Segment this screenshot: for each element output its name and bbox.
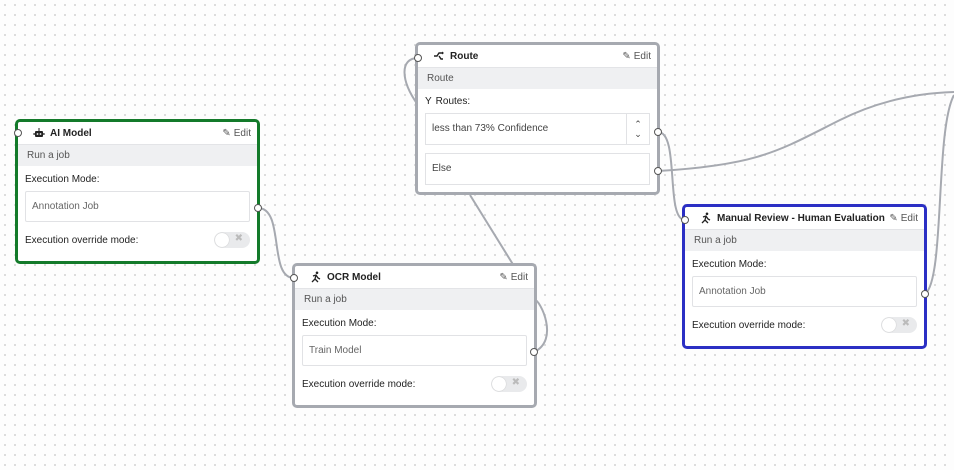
robot-icon: [32, 126, 46, 140]
manual-review-edit-button[interactable]: ✎ Edit: [889, 213, 918, 224]
manual-review-subtitle: Run a job: [685, 229, 924, 251]
ocr-model-subtitle: Run a job: [295, 288, 534, 310]
chevron-down-icon: ⌄: [634, 129, 642, 139]
edge-else-to-right: [657, 91, 954, 172]
route-title: Route: [450, 50, 479, 62]
edit-label: Edit: [510, 271, 528, 283]
ocr-model-header: OCR Model ✎ Edit: [295, 266, 534, 288]
pencil-icon: ✎: [889, 212, 898, 224]
route-output-port-0[interactable]: [654, 128, 662, 136]
ocr-model-edit-button[interactable]: ✎ Edit: [499, 272, 528, 283]
pencil-icon: ✎: [222, 127, 231, 139]
route-item-label: Else: [432, 163, 452, 174]
manual-review-mode-field[interactable]: Annotation Job: [692, 276, 917, 307]
ocr-model-override-toggle[interactable]: ✖: [491, 376, 527, 392]
route-item-label: less than 73% Confidence: [432, 123, 549, 134]
runner-icon: [699, 211, 713, 225]
ai-model-mode-label: Execution Mode:: [25, 174, 100, 185]
fork-icon: Y: [425, 96, 432, 107]
ocr-model-input-port[interactable]: [290, 274, 298, 282]
routes-label: Routes:: [435, 96, 471, 107]
edit-label: Edit: [233, 127, 251, 139]
route-edit-button[interactable]: ✎ Edit: [622, 51, 651, 62]
route-output-port-1[interactable]: [654, 167, 662, 175]
ai-model-mode-field[interactable]: Annotation Job: [25, 191, 250, 222]
ocr-model-mode-field[interactable]: Train Model: [302, 335, 527, 366]
ai-model-title: AI Model: [50, 127, 92, 139]
route-item-0[interactable]: less than 73% Confidence ⌃⌄: [425, 113, 650, 145]
route-stepper[interactable]: ⌃⌄: [626, 114, 649, 144]
pencil-icon: ✎: [499, 271, 508, 283]
edit-label: Edit: [633, 50, 651, 62]
ocr-model-mode-label: Execution Mode:: [302, 318, 377, 329]
ai-model-override-label: Execution override mode:: [25, 234, 139, 246]
close-icon: ✖: [234, 233, 243, 244]
edge-route-to-review: [657, 131, 686, 221]
route-icon: [432, 49, 446, 63]
manual-review-input-port[interactable]: [681, 216, 689, 224]
runner-icon: [309, 270, 323, 284]
ai-model-subtitle: Run a job: [18, 144, 257, 166]
close-icon: ✖: [511, 377, 520, 388]
ai-model-input-port[interactable]: [14, 129, 22, 137]
ocr-model-output-port[interactable]: [530, 348, 538, 356]
route-item-1[interactable]: Else: [425, 153, 650, 185]
route-subtitle: Route: [418, 67, 657, 89]
ocr-model-override-label: Execution override mode:: [302, 378, 416, 390]
ai-model-edit-button[interactable]: ✎ Edit: [222, 128, 251, 139]
manual-review-title: Manual Review - Human Evaluation: [717, 212, 885, 224]
ai-model-node[interactable]: AI Model ✎ Edit Run a job Execution Mode…: [15, 119, 260, 264]
chevron-up-icon: ⌃: [634, 119, 642, 129]
manual-review-override-toggle[interactable]: ✖: [881, 317, 917, 333]
pencil-icon: ✎: [622, 50, 631, 62]
ai-model-override-toggle[interactable]: ✖: [214, 232, 250, 248]
close-icon: ✖: [901, 318, 910, 329]
ai-model-output-port[interactable]: [254, 204, 262, 212]
edge-review-out: [924, 94, 954, 295]
ocr-model-node[interactable]: OCR Model ✎ Edit Run a job Execution Mod…: [292, 263, 537, 408]
edge-ai-to-ocr: [257, 207, 295, 279]
manual-review-node[interactable]: Manual Review - Human Evaluation ✎ Edit …: [682, 204, 927, 349]
manual-review-header: Manual Review - Human Evaluation ✎ Edit: [685, 207, 924, 229]
route-input-port[interactable]: [414, 54, 422, 62]
edit-label: Edit: [900, 212, 918, 224]
ocr-model-title: OCR Model: [327, 271, 381, 283]
route-header: Route ✎ Edit: [418, 45, 657, 67]
route-node[interactable]: Route ✎ Edit Route Y Routes: less than 7…: [415, 42, 660, 195]
manual-review-override-label: Execution override mode:: [692, 319, 806, 331]
manual-review-output-port[interactable]: [921, 290, 929, 298]
ai-model-header: AI Model ✎ Edit: [18, 122, 257, 144]
manual-review-mode-label: Execution Mode:: [692, 259, 767, 270]
